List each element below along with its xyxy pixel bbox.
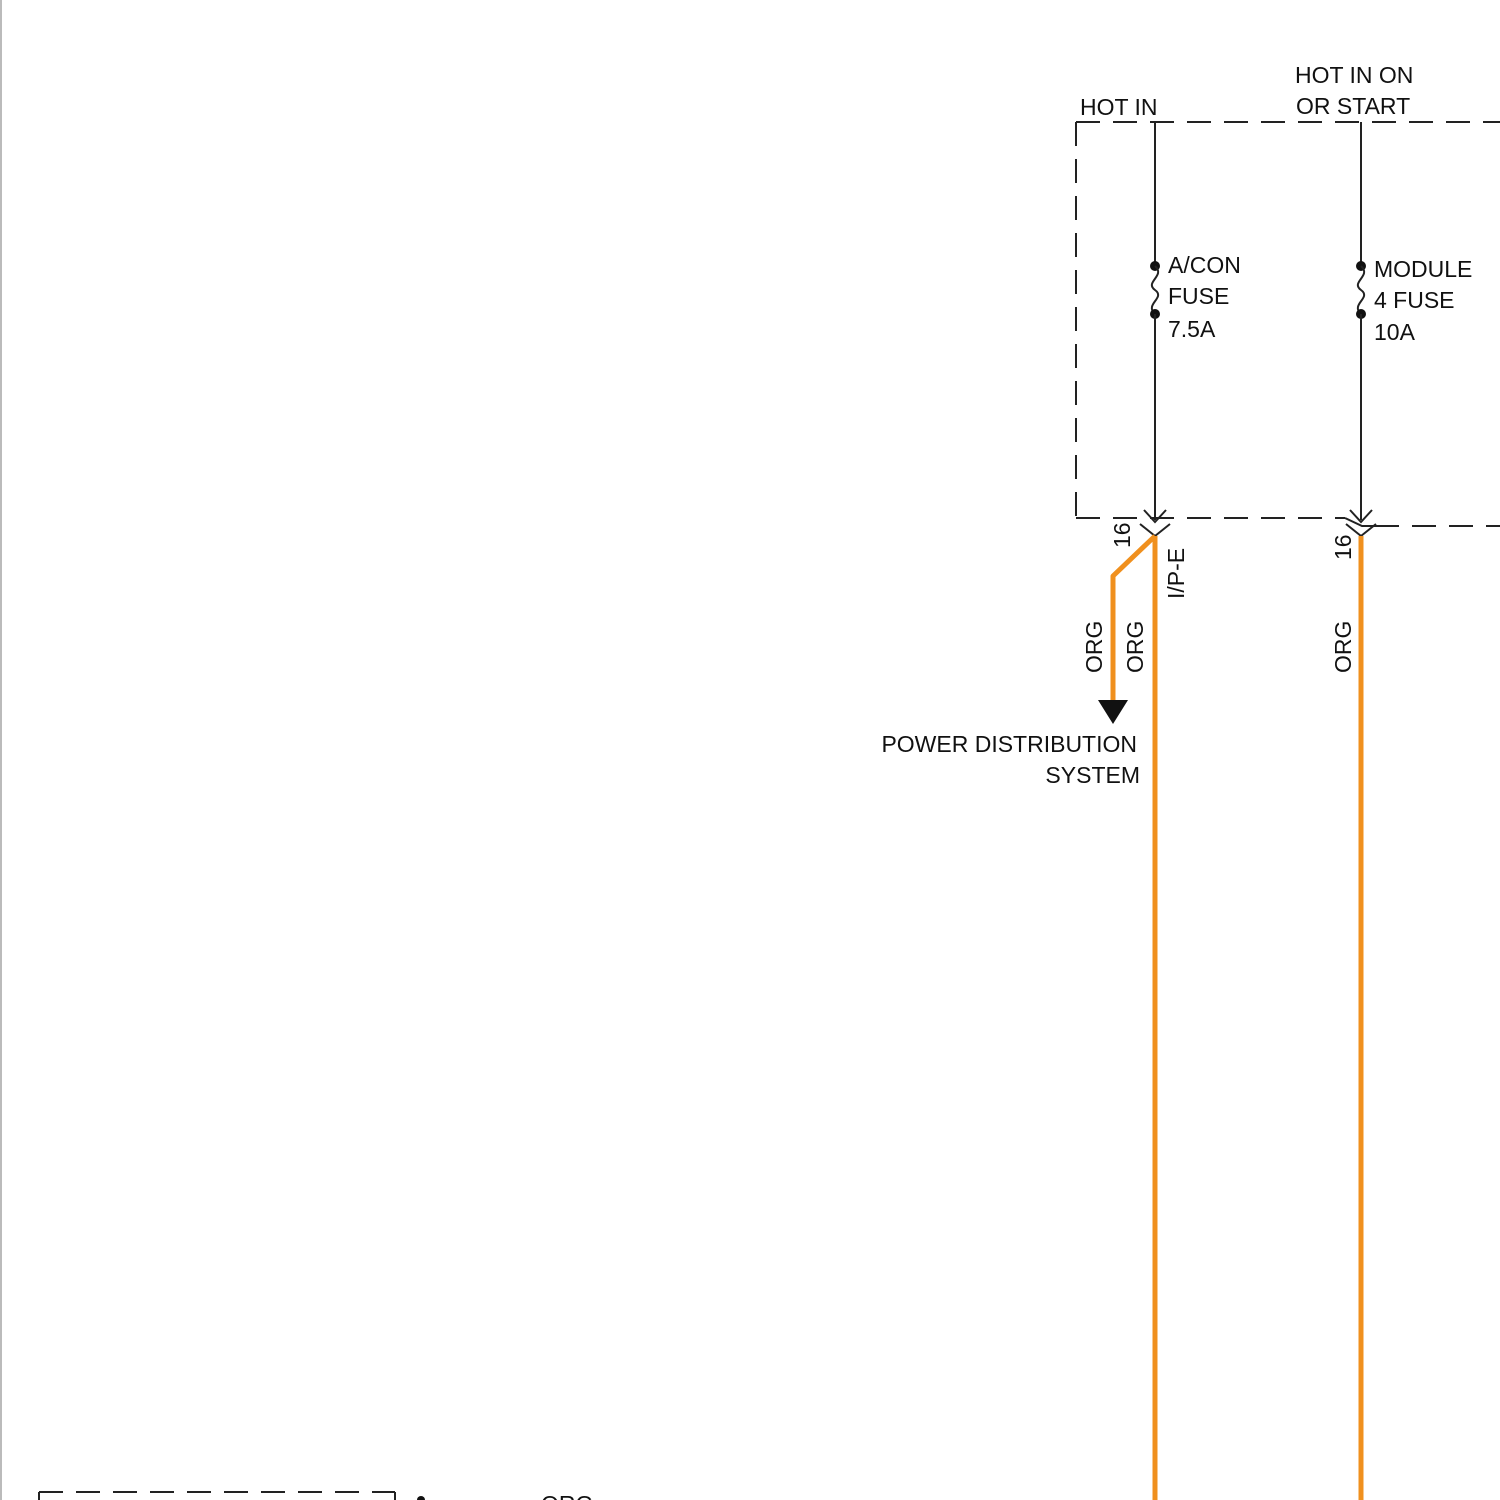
- wire-color-main-right: ORG: [1330, 621, 1356, 673]
- acon-fuse-circuit: [1140, 122, 1170, 536]
- bottom-component-frame: [39, 1492, 425, 1500]
- bottom-terminal-dot: [417, 1496, 425, 1500]
- module4-fuse-label-line3: 10A: [1374, 319, 1416, 345]
- wire-color-bottom: ORG: [541, 1491, 593, 1500]
- hot-in-on-label-line1: HOT IN ON: [1295, 62, 1413, 88]
- wire-color-main-left: ORG: [1122, 621, 1148, 673]
- fuse-block-frame: [1076, 122, 1500, 526]
- hot-in-on-label-line2: OR START: [1296, 93, 1410, 119]
- acon-fuse-symbol: [1152, 266, 1158, 314]
- org-wire-branch: [1113, 536, 1155, 702]
- module4-fuse-label-line1: MODULE: [1374, 256, 1472, 282]
- destination-label-line1: POWER DISTRIBUTION: [881, 731, 1137, 757]
- power-distribution-arrow-icon: [1098, 700, 1128, 724]
- destination-label-line2: SYSTEM: [1045, 762, 1140, 788]
- acon-fuse-label-line1: A/CON: [1168, 252, 1241, 278]
- wire-color-branch: ORG: [1081, 621, 1107, 673]
- module4-fuse-circuit: [1346, 122, 1376, 536]
- connector-pin-left: 16: [1109, 522, 1135, 548]
- acon-fuse-label-line2: FUSE: [1168, 283, 1229, 309]
- connector-name: I/P-E: [1163, 548, 1189, 599]
- module4-fuse-symbol: [1358, 266, 1364, 314]
- module4-fuse-label-line2: 4 FUSE: [1374, 287, 1455, 313]
- acon-fuse-label-line3: 7.5A: [1168, 316, 1216, 342]
- connector-pin-right: 16: [1330, 534, 1356, 560]
- hot-in-label: HOT IN: [1080, 94, 1158, 120]
